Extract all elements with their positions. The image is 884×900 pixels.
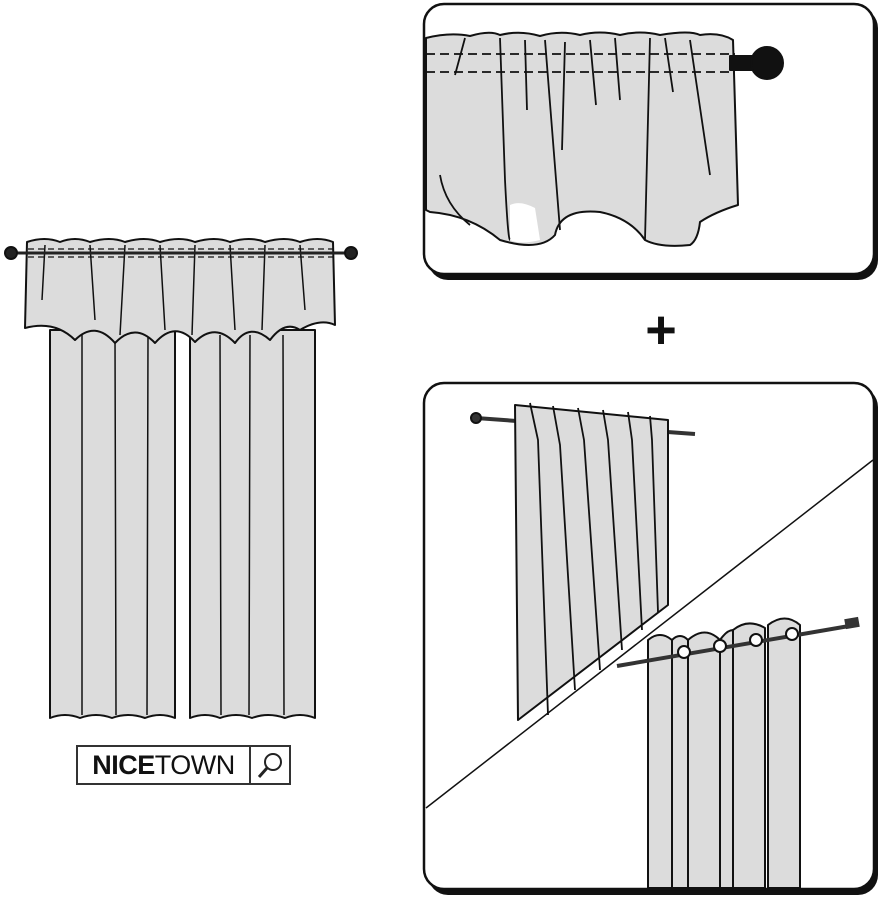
back-tab-panel bbox=[514, 404, 669, 721]
valance bbox=[24, 238, 336, 344]
dual-header-detail bbox=[422, 381, 878, 895]
brand-part1: NICE bbox=[92, 749, 155, 780]
left-panel bbox=[49, 329, 176, 719]
brand-part2: TOWN bbox=[154, 749, 236, 780]
rod-finial bbox=[750, 46, 784, 80]
plus-sign: + bbox=[645, 300, 677, 360]
left-curtain bbox=[4, 238, 358, 719]
rod-finial-left bbox=[4, 246, 18, 260]
rod-pocket-detail bbox=[422, 2, 878, 280]
grommet-panel bbox=[647, 617, 801, 889]
magnifier-icon bbox=[249, 747, 289, 783]
rod-finial-right bbox=[344, 246, 358, 260]
right-panel bbox=[189, 329, 316, 719]
rod-end bbox=[729, 55, 753, 71]
